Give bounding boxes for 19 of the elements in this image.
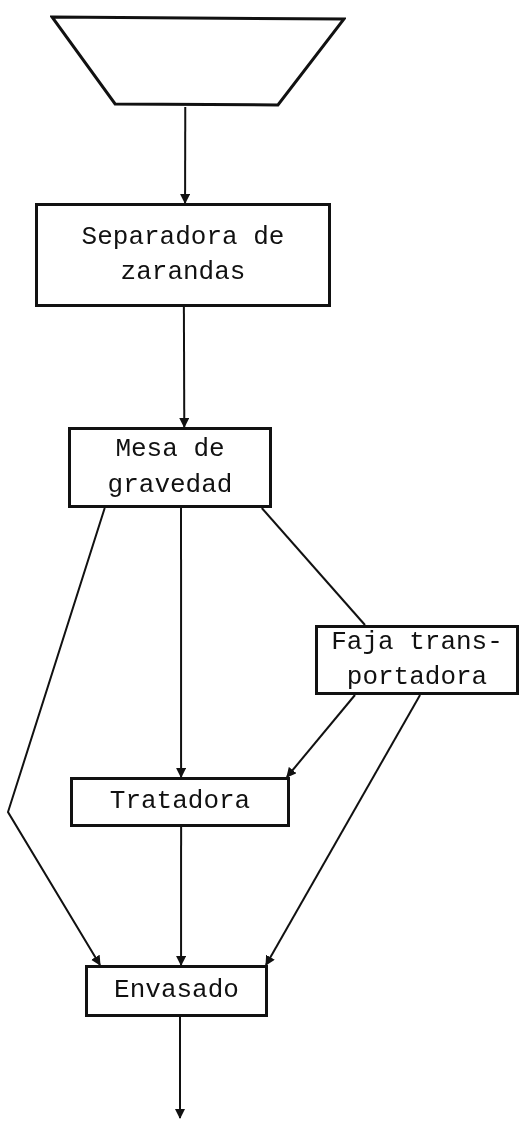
- arrow: [285, 694, 356, 778]
- arrow: [179, 306, 190, 428]
- arrow: [265, 694, 422, 966]
- process-box: [315, 625, 519, 695]
- box-label: Faja trans- portadora: [330, 625, 504, 694]
- arrow: [175, 1016, 185, 1119]
- process-box: [85, 965, 268, 1017]
- process-box: [68, 427, 272, 508]
- arrow: [180, 106, 191, 204]
- arrow: [6, 507, 106, 966]
- box-label: Separadora de zarandas: [80, 220, 286, 289]
- process-box: [35, 203, 331, 307]
- arrow: [176, 826, 187, 966]
- box-label: Envasado: [114, 974, 239, 1008]
- box-label: Mesa de gravedad: [106, 433, 234, 502]
- arrow: [176, 507, 187, 778]
- hopper-trapezoid: [50, 15, 346, 107]
- process-box: [70, 777, 290, 827]
- box-label: Tratadora: [109, 785, 251, 819]
